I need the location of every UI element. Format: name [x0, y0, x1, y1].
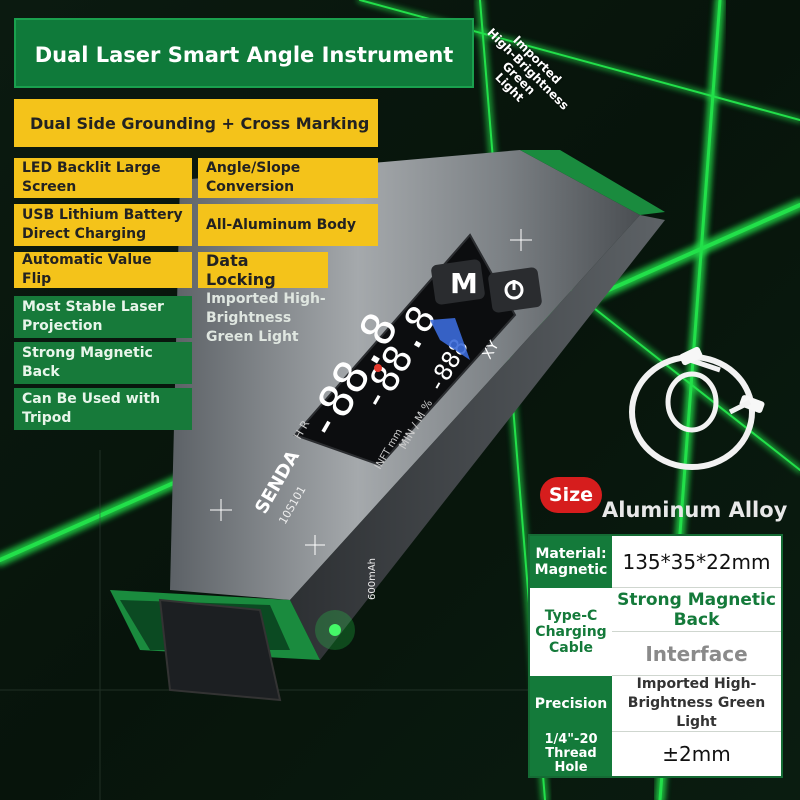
spec-row: Precision Imported High-Brightness Green… [530, 676, 781, 732]
device-top-cap [520, 150, 665, 215]
usb-cable [629, 346, 765, 470]
spec-row: Material: Magnetic 135*35*22mm [530, 536, 781, 588]
spec-value: Imported High-Brightness Green Light [612, 676, 781, 732]
feature-tag: Most Stable Laser Projection [14, 296, 192, 338]
spec-key: Type-C Charging Cable [530, 588, 612, 676]
material-title: Aluminum Alloy [602, 498, 788, 522]
spec-value: 135*35*22mm [612, 536, 781, 588]
spec-table: Material: Magnetic 135*35*22mm Type-C Ch… [528, 534, 783, 778]
m-button[interactable] [430, 259, 485, 306]
spec-row: 1/4"-20 Thread Hole ±2mm [530, 732, 781, 776]
spec-row: Interface [530, 632, 781, 676]
spec-value: Interface [612, 632, 781, 676]
spec-value: Strong Magnetic Back [612, 588, 781, 632]
laser-window [158, 598, 282, 702]
svg-text:M: M [450, 267, 478, 300]
feature-tag: Strong Magnetic Back [14, 342, 192, 384]
crosshair-mark [210, 229, 532, 555]
feature-tag: Imported High-Brightness Green Light [206, 290, 326, 345]
feature-tag: Automatic Value Flip [14, 252, 192, 288]
feature-tag: Angle/Slope Conversion [198, 158, 378, 198]
spec-key: Material: Magnetic [530, 536, 612, 588]
feature-tag: Data Locking [198, 251, 328, 289]
feature-tag: Can Be Used with Tripod [14, 388, 192, 430]
spec-key: Precision [530, 676, 612, 732]
size-badge: Size [540, 477, 602, 513]
spec-value: ±2mm [662, 742, 731, 766]
feature-tag: All-Aluminum Body [198, 204, 378, 246]
spec-row: Type-C Charging Cable Strong Magnetic Ba… [530, 588, 781, 676]
page-title: Dual Laser Smart Angle Instrument [14, 18, 474, 88]
imported-light-label: Imported High-Brightness Green Light [484, 25, 572, 113]
feature-tag: LED Backlit Large Screen [14, 158, 192, 198]
feature-tag: Dual Side Grounding + Cross Marking [14, 99, 378, 147]
svg-text:600mAh: 600mAh [367, 558, 378, 600]
feature-tag: USB Lithium Battery Direct Charging [14, 204, 192, 246]
spec-key: 1/4"-20 Thread Hole [530, 732, 612, 776]
